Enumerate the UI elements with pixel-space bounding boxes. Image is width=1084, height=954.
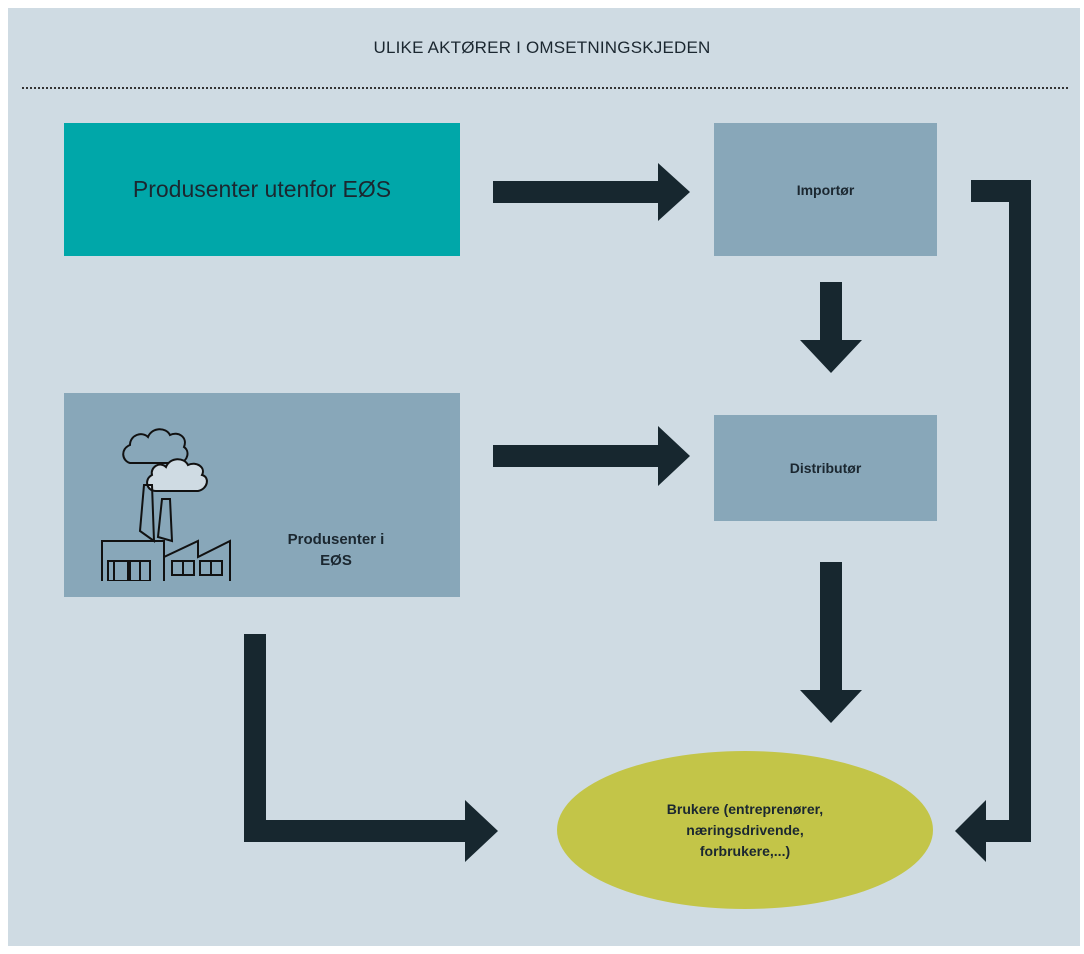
arrow-producers-outside-to-importer xyxy=(493,163,690,221)
diagram-title: ULIKE AKTØRER I OMSETNINGSKJEDEN xyxy=(373,38,711,57)
node-producers-in-eea-line2: EØS xyxy=(320,552,352,569)
node-users-line2: næringsdrivende, xyxy=(686,821,804,838)
arrow-importer-to-users xyxy=(955,180,1031,862)
node-distributor: Distributør xyxy=(714,415,937,521)
arrow-importer-to-distributor xyxy=(800,282,862,373)
node-producers-in-eea: Produsenter i EØS xyxy=(64,393,460,597)
arrow-producers-eea-to-users xyxy=(244,634,498,862)
node-producers-outside-eea: Produsenter utenfor EØS xyxy=(64,123,460,256)
node-importer: Importør xyxy=(714,123,937,256)
node-users-line3: forbrukere,...) xyxy=(699,842,791,859)
node-users-line1: Brukere (entreprenører, xyxy=(666,800,824,817)
arrow-producers-eea-to-distributor xyxy=(493,426,690,486)
node-distributor-label: Distributør xyxy=(789,460,862,476)
node-importer-label: Importør xyxy=(796,181,855,198)
arrow-distributor-to-users xyxy=(800,562,862,723)
node-users-label: Brukere (entreprenører, næringsdrivende,… xyxy=(635,799,855,862)
node-producers-outside-eea-label: Produsenter utenfor EØS xyxy=(132,176,392,202)
factory-icon xyxy=(101,428,231,581)
node-producers-in-eea-line1: Produsenter i xyxy=(287,531,385,548)
title-divider xyxy=(22,87,1068,89)
node-users: Brukere (entreprenører, næringsdrivende,… xyxy=(557,751,933,909)
node-producers-in-eea-label: Produsenter i EØS xyxy=(276,529,396,571)
